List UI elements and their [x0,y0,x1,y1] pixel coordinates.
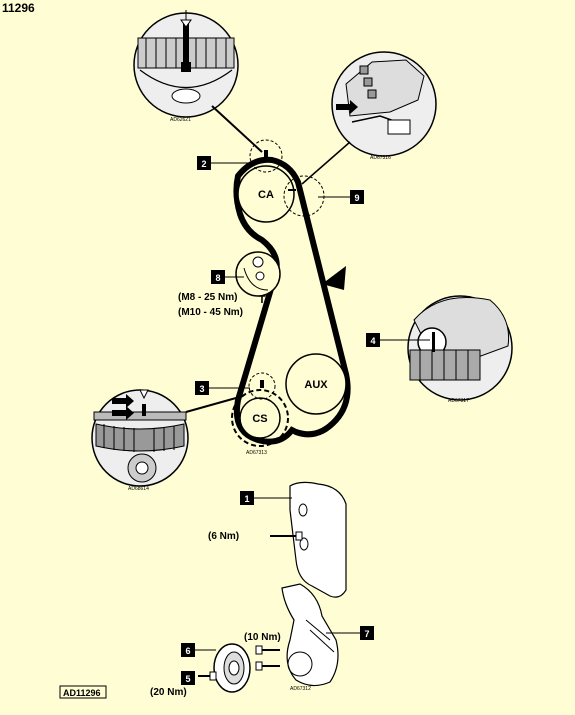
callout-3: 3 [195,381,250,395]
svg-text:5: 5 [185,674,190,684]
callout-1: 1 [240,491,292,505]
torque-m10: (M10 - 45 Nm) [178,307,243,318]
svg-text:2: 2 [201,159,206,169]
lower-cover-bolts [255,645,280,671]
tensioner-pulley: T [235,251,281,306]
cam-pulley: CA [237,139,325,223]
crank-detail-inset: AD68614 [91,389,189,492]
crank-bolt [198,671,217,681]
ref-code-right-mid-detail: AD67317 [448,398,469,404]
svg-text:6: 6 [185,646,190,656]
svg-text:9: 9 [354,193,359,203]
ref-code-left-detail: AD68614 [128,486,149,492]
callout-6: 6 [181,643,216,657]
svg-text:8: 8 [215,273,220,283]
footer-code: AD11296 [59,685,107,699]
callout-7: 7 [326,626,374,640]
leader-line [301,141,351,185]
tensioner-detail-inset: AD67316 [331,51,437,161]
ref-code-main: AD67313 [246,450,267,456]
tensioner-label: T [259,294,266,306]
cam-detail-inset: AD62621 [133,10,239,123]
timing-belt [233,156,351,445]
crankshaft-pulley [213,643,251,693]
engine-detail-inset: AD67317 [407,295,513,404]
svg-text:3: 3 [199,384,204,394]
svg-text:7: 7 [364,629,369,639]
callout-4: 4 [366,333,430,347]
torque-cover-bolt: (6 Nm) [208,531,239,542]
torque-crank-bolt: (20 Nm) [150,687,187,698]
ref-code-lower: AD67312 [290,686,311,692]
torque-m8: (M8 - 25 Nm) [178,292,237,303]
callout-2: 2 [197,156,252,170]
aux-pulley: AUX [285,353,347,415]
crank-pulley-label: CS [252,413,267,425]
svg-text:AD11296: AD11296 [63,688,101,698]
crank-pulley: CS AD67313 [231,372,289,456]
callout-9: 9 [318,190,364,204]
figure-number: 11296 [2,1,35,15]
cam-pulley-label: CA [258,189,274,201]
svg-text:1: 1 [244,494,249,504]
callout-5: 5 [181,671,195,685]
upper-timing-cover [289,481,347,598]
torque-lower-bolts: (10 Nm) [244,632,281,643]
lower-timing-cover: AD67312 [281,583,339,692]
cover-bolt [270,531,303,541]
svg-text:4: 4 [370,336,375,346]
aux-pulley-label: AUX [304,379,328,391]
rotation-direction-arrow [322,266,346,290]
ref-code-right-top-detail: AD67316 [370,155,391,161]
leader-line [185,397,237,413]
leader-line [211,105,263,153]
callout-8: 8 [211,270,244,284]
ref-code-cam-detail: AD62621 [170,117,191,123]
